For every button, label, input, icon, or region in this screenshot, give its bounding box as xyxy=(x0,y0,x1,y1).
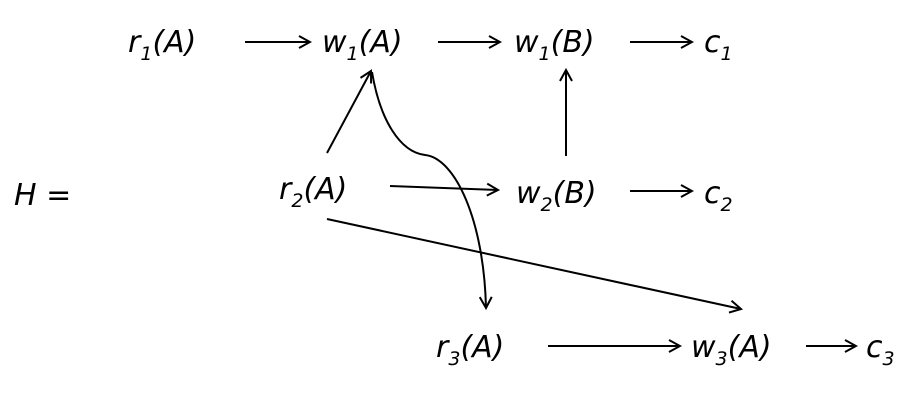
node-r1-a: r1(A) xyxy=(128,25,196,65)
edge-r2a-w2b xyxy=(389,186,498,190)
edge-r2a-w1a xyxy=(326,71,371,154)
edge-w1a-r3a xyxy=(371,71,486,308)
node-r2-a: r2(A) xyxy=(279,172,347,212)
node-w3-a: w3(A) xyxy=(691,330,772,370)
node-c3: c3 xyxy=(866,330,895,370)
history-label: H = xyxy=(14,178,71,213)
node-w1-a: w1(A) xyxy=(322,25,403,65)
node-c2: c2 xyxy=(704,176,733,216)
node-c1: c1 xyxy=(704,25,733,65)
node-w1-b: w1(B) xyxy=(514,25,595,65)
edge-r2a-w3a xyxy=(326,218,741,309)
node-w2-b: w2(B) xyxy=(516,176,597,216)
node-r3-a: r3(A) xyxy=(436,330,504,370)
